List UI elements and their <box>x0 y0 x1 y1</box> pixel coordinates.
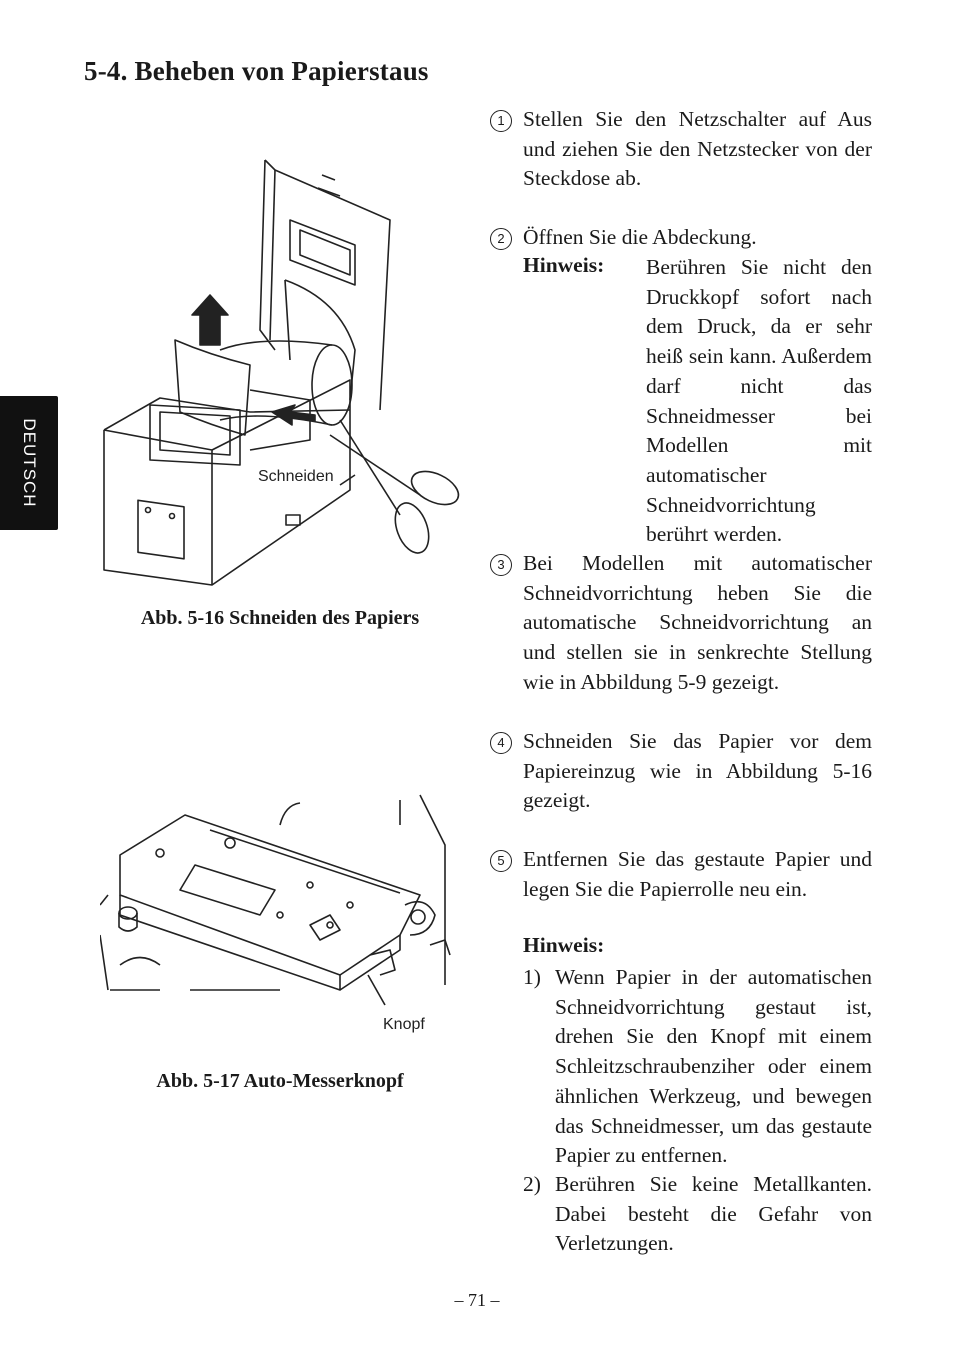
note-text: Berühren Sie nicht den Druckkopf sofort … <box>646 255 872 547</box>
note-label: Hinweis: <box>523 933 605 957</box>
note-item-number: 1) <box>523 965 541 989</box>
figure-cut-paper <box>103 159 460 586</box>
note-item-number: 2) <box>523 1172 541 1196</box>
step-number: 5 <box>490 850 512 872</box>
page-number: – 71 – <box>454 1290 500 1310</box>
step-number: 2 <box>490 228 512 250</box>
step-text: Entfernen Sie das gestaute Papier und le… <box>523 847 872 901</box>
language-tab-label: DEUTSCH <box>20 418 39 508</box>
note-item-text: Berühren Sie keine Metallkanten. Dabei b… <box>555 1172 872 1256</box>
language-tab: DEUTSCH <box>0 396 58 530</box>
figure-caption-1: Abb. 5-16 Schneiden des Papiers <box>140 607 420 629</box>
step-number: 4 <box>490 732 512 754</box>
step-4: 4 Schneiden Sie das Papier vor dem Papie… <box>490 727 872 816</box>
figure-caption-2: Abb. 5-17 Auto-Messerknopf <box>156 1070 404 1092</box>
note-label: Hinweis: <box>523 253 605 277</box>
step-text: Öffnen Sie die Abdeckung. <box>523 225 757 249</box>
step-number: 1 <box>490 110 512 132</box>
step-number: 3 <box>490 554 512 576</box>
step-text: Stellen Sie den Netzschalter auf Aus und… <box>523 107 872 191</box>
section-title: 5-4. Beheben von Papierstaus <box>84 56 429 86</box>
note-item: 2) Berühren Sie keine Metallkanten. Dabe… <box>523 1170 872 1259</box>
step-text: Schneiden Sie das Papier vor dem Papiere… <box>523 729 872 813</box>
figure-cutter-knob <box>100 794 451 1006</box>
figure-label-knob: Knopf <box>383 1016 425 1033</box>
note-item: 1) Wenn Papier in der automatischen Schn… <box>523 963 872 1171</box>
step-2: 2 Öffnen Sie die Abdeckung. <box>490 223 872 253</box>
step-text: Bei Modellen mit automatischer Schneidvo… <box>523 551 872 694</box>
figure-label-cut: Schneiden <box>258 468 334 485</box>
step-1: 1 Stellen Sie den Netzschalter auf Aus u… <box>490 105 872 194</box>
step-3: 3 Bei Modellen mit automatischer Schneid… <box>490 549 872 698</box>
note-item-text: Wenn Papier in der automatischen Schneid… <box>555 965 872 1168</box>
step-5: 5 Entfernen Sie das gestaute Papier und … <box>490 845 872 904</box>
